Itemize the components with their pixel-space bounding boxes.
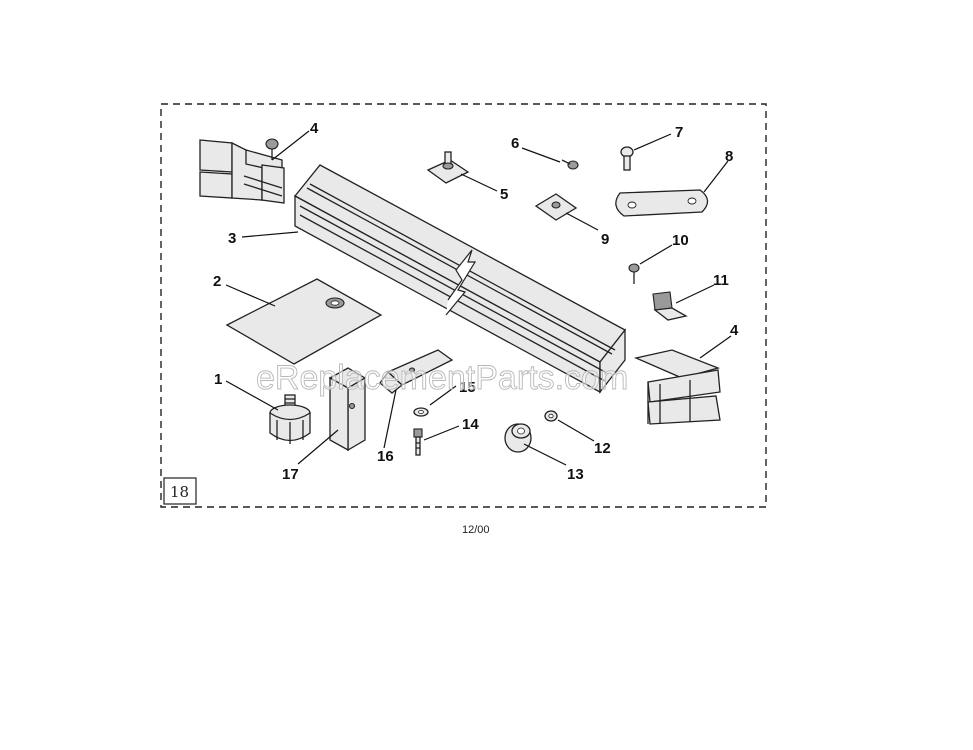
screw-part-10 (628, 263, 640, 284)
callout-16: 16 (377, 448, 394, 465)
bolt-part-14 (413, 428, 423, 456)
callout-5: 5 (500, 186, 508, 203)
callout-13: 13 (567, 466, 584, 483)
callout-12: 12 (594, 440, 611, 457)
washer-part-12 (544, 410, 558, 422)
nut-part-13 (504, 423, 532, 453)
callout-14: 14 (462, 416, 479, 433)
callout-11: 11 (713, 272, 729, 289)
bolt-part-7 (620, 146, 634, 171)
frame-number-box (163, 477, 197, 505)
bracket-part-4-left (199, 138, 285, 204)
watermark: eReplacementParts.com (256, 359, 628, 397)
callout-17: 17 (282, 466, 299, 483)
bracket-part-17 (328, 367, 367, 452)
washer-part-15 (413, 407, 429, 417)
leader-lines (225, 130, 732, 466)
plate-part-9 (534, 193, 578, 221)
callout-1: 1 (214, 371, 222, 388)
knob-part-1 (269, 394, 311, 444)
callout-labels: 4 3 2 1 17 16 15 14 13 12 4 11 10 9 8 7 … (213, 120, 739, 483)
callout-6: 6 (511, 135, 519, 152)
bracket-part-4-right (633, 349, 721, 425)
bar-part-8 (615, 189, 709, 217)
clip-part-11 (652, 291, 688, 321)
callout-15: 15 (459, 379, 476, 396)
callout-3: 3 (228, 230, 236, 247)
callout-2: 2 (213, 273, 221, 290)
screw-part-6 (561, 159, 579, 170)
callout-10: 10 (672, 232, 689, 249)
rail-part-3 (294, 164, 626, 394)
callout-4: 4 (730, 322, 739, 339)
callout-4: 4 (310, 120, 319, 137)
callout-8: 8 (725, 148, 733, 165)
bracket-part-16 (379, 349, 454, 394)
frame-number: 18 (170, 483, 189, 501)
plate-part-2 (225, 278, 383, 365)
callout-7: 7 (675, 124, 683, 141)
page-code: 12/00 (462, 524, 490, 536)
callout-9: 9 (601, 231, 609, 248)
plate-part-5 (426, 151, 470, 184)
dashed-frame (160, 103, 767, 508)
